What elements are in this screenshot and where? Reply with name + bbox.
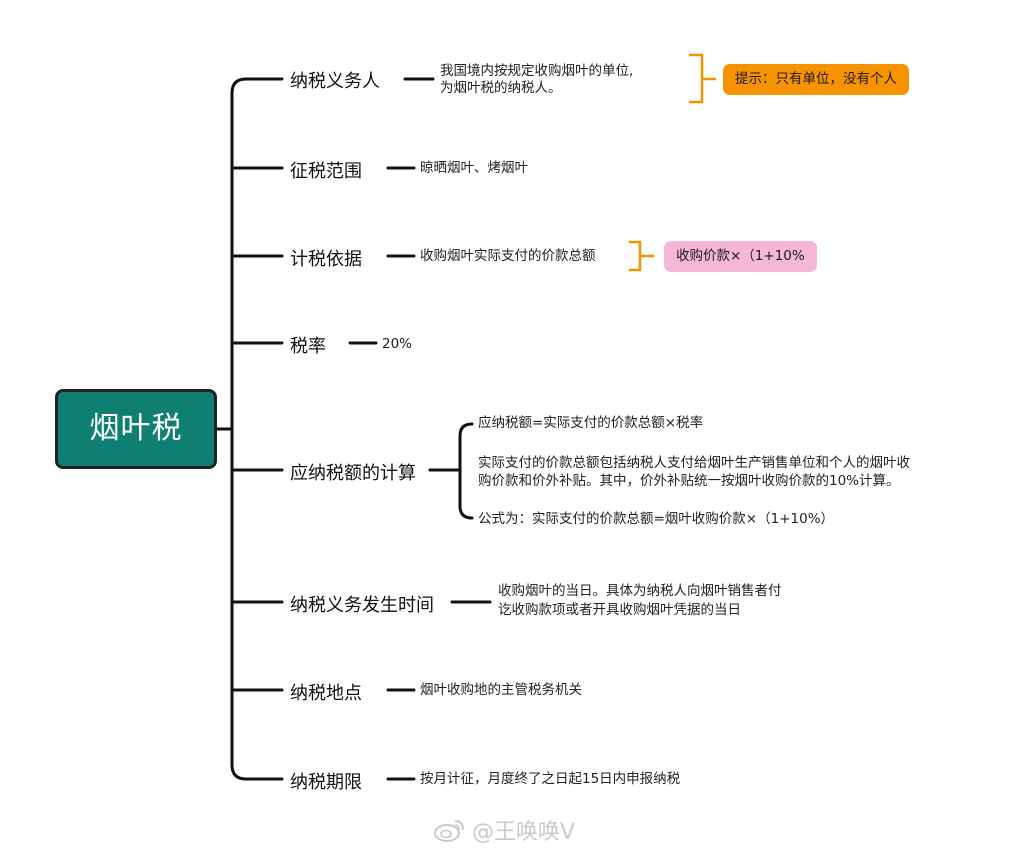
weibo-icon: [434, 820, 464, 842]
note-obligation-line-2: 讫收购款项或者开具收购烟叶凭据的当日: [498, 602, 741, 618]
calc-bracket: [458, 422, 474, 520]
note-tax-basis: 收购烟叶实际支付的价款总额: [420, 248, 596, 264]
note-calc-detail-line-1: 实际支付的价款总额包括纳税人支付给烟叶生产销售单位和个人的烟叶收: [478, 455, 910, 471]
main-trunk: [230, 77, 248, 781]
watermark-text: @王唤唤V: [472, 820, 576, 845]
branch-obligation-time[interactable]: 纳税义务发生时间: [290, 595, 434, 616]
branch-taxpayer[interactable]: 纳税义务人: [290, 71, 380, 92]
branch-location[interactable]: 纳税地点: [290, 683, 362, 704]
branch-calculation[interactable]: 应纳税额的计算: [290, 463, 416, 484]
note-taxpayer-line-2: 为烟叶税的纳税人。: [440, 80, 562, 96]
note-calc-detail-line-2: 购价款和价外补贴。其中，价外补贴统一按烟叶收购价款的10%计算。: [478, 473, 900, 489]
watermark: @王唤唤V: [432, 814, 575, 846]
tip-bracket-2: [628, 240, 655, 272]
branch-rate[interactable]: 税率: [290, 336, 326, 357]
tip-bracket-0: [688, 53, 717, 104]
note-rate: 20%: [382, 336, 413, 352]
note-obligation-line-1: 收购烟叶的当日。具体为纳税人向烟叶销售者付: [498, 583, 782, 599]
branch-scope[interactable]: 征税范围: [290, 161, 362, 182]
note-calc-formula: 应纳税额=实际支付的价款总额×税率: [478, 415, 704, 431]
note-location: 烟叶收购地的主管税务机关: [420, 682, 582, 698]
note-taxpayer-line-1: 我国境内按规定收购烟叶的单位,: [440, 63, 634, 79]
tip-tax-basis: 收购价款×（1+10%: [664, 241, 817, 272]
tip-taxpayer: 提示：只有单位，没有个人: [723, 64, 909, 95]
note-calc-formula-2: 公式为：实际支付的价款总额=烟叶收购价款×（1+10%）: [478, 511, 835, 527]
branch-deadline[interactable]: 纳税期限: [290, 772, 362, 793]
note-deadline: 按月计征，月度终了之日起15日内申报纳税: [420, 771, 681, 787]
root-node[interactable]: 烟叶税: [55, 389, 217, 469]
note-scope: 晾晒烟叶、烤烟叶: [420, 160, 528, 176]
branch-tax-basis[interactable]: 计税依据: [290, 249, 362, 270]
